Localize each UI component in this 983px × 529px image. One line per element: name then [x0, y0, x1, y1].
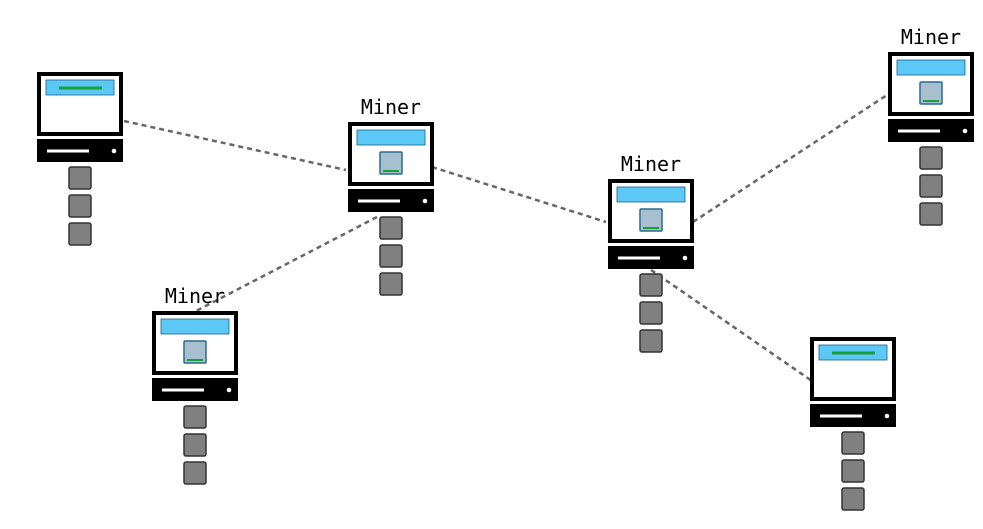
- blockchain-block: [919, 174, 943, 198]
- miner-label: Miner: [621, 152, 681, 176]
- block-icon: [379, 151, 403, 175]
- screen-header-bar: [616, 186, 686, 203]
- blockchain-block: [639, 301, 663, 325]
- blockchain-block: [68, 222, 92, 246]
- power-led-icon: [962, 128, 968, 134]
- connection-node-3-node-5: [692, 93, 888, 224]
- block-icon: [639, 208, 663, 232]
- blockchain-block: [379, 272, 403, 296]
- blockchain-block: [919, 202, 943, 226]
- blockchain-block: [68, 194, 92, 218]
- computer-node-1: [37, 72, 123, 246]
- power-led-icon: [226, 387, 232, 393]
- connection-node-3-node-6: [650, 268, 813, 383]
- computer-node-5: Miner: [888, 25, 974, 226]
- blockchain-block: [841, 487, 865, 511]
- connection-node-1-node-2: [123, 119, 347, 172]
- miner-label: Miner: [901, 25, 961, 49]
- computer-node-2: Miner: [348, 95, 434, 296]
- screen-header-bar: [160, 318, 230, 335]
- block-icon: [919, 81, 943, 105]
- computer-node-3: Miner: [608, 152, 694, 353]
- power-led-icon: [682, 255, 688, 261]
- power-led-icon: [422, 198, 428, 204]
- power-led-icon: [884, 413, 890, 419]
- connection-node-2-node-3: [431, 165, 607, 224]
- blockchain-block: [919, 146, 943, 170]
- screen-header-bar: [356, 129, 426, 146]
- connections-layer: [123, 93, 888, 383]
- computer-node-6: [810, 337, 896, 511]
- miner-label: Miner: [361, 95, 421, 119]
- block-icon: [183, 340, 207, 364]
- blockchain-block: [379, 244, 403, 268]
- computer-node-4: Miner: [152, 284, 238, 485]
- blockchain-block: [183, 461, 207, 485]
- power-led-icon: [111, 148, 117, 154]
- blockchain-block: [183, 405, 207, 429]
- connection-node-2-node-4: [195, 215, 378, 313]
- screen-header-bar: [896, 59, 966, 76]
- blockchain-block: [68, 166, 92, 190]
- blockchain-block: [841, 459, 865, 483]
- blockchain-block: [379, 216, 403, 240]
- blockchain-block: [841, 431, 865, 455]
- miner-label: Miner: [165, 284, 225, 308]
- blockchain-block: [639, 329, 663, 353]
- blockchain-block: [639, 273, 663, 297]
- blockchain-block: [183, 433, 207, 457]
